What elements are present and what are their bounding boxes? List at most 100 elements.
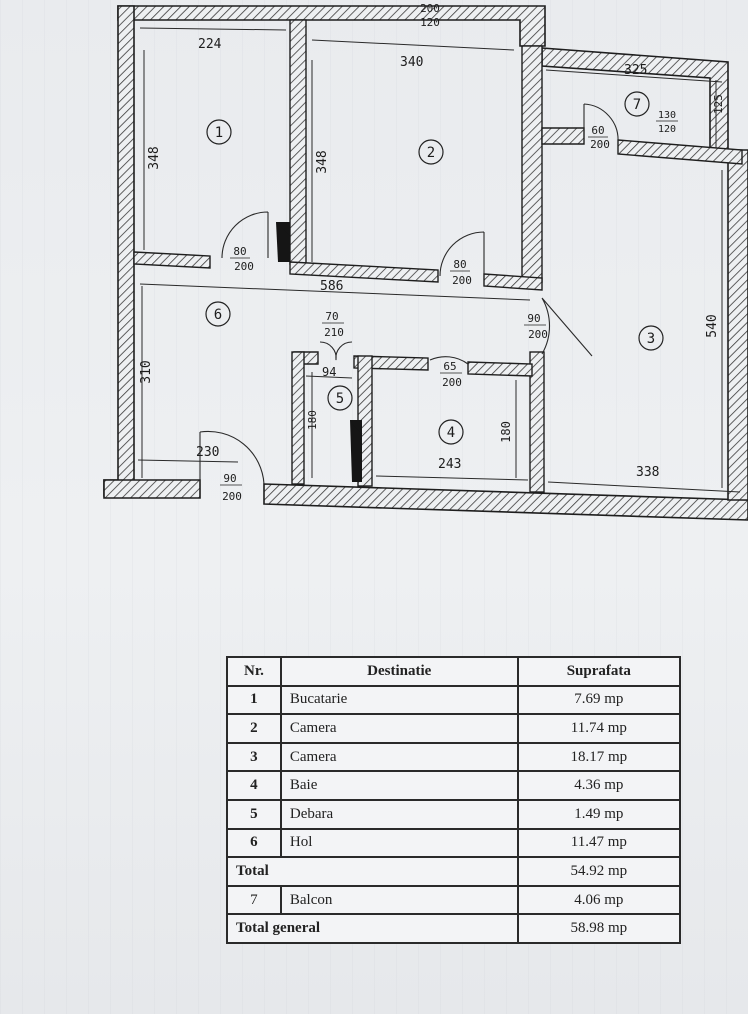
dimension-lines — [137, 27, 741, 493]
wall-room2-bottom — [289, 261, 439, 283]
wall-right — [727, 149, 748, 501]
wall-balcony-right — [617, 139, 743, 165]
dim-hall-width: 586 — [320, 279, 343, 294]
door-room2-h: 200 — [452, 274, 472, 287]
shaft-hatching — [279, 225, 363, 435]
door-swing-balcony — [583, 103, 619, 143]
wall-balcony-bottom — [541, 127, 585, 145]
dim-bath-height: 180 — [499, 421, 513, 443]
dimension-labels: 224 348 340 348 325 125 586 310 540 230 … — [139, 37, 725, 480]
door-balcony-w: 60 — [591, 124, 604, 137]
dim-room2-height: 348 — [315, 150, 330, 173]
row-suprafata: 4.36 mp — [516, 770, 682, 801]
door-room3-w: 90 — [527, 312, 540, 325]
dim-balcony-height: 125 — [712, 94, 725, 114]
door-top-window-w: 200 — [420, 2, 440, 15]
wall-bottom — [263, 483, 748, 521]
shaft-room1 — [276, 222, 290, 262]
table-row: 1 Bucatarie 7.69 mp — [226, 684, 682, 716]
door-balcony-h: 200 — [590, 138, 610, 151]
row-destinatie: Camera — [279, 741, 519, 773]
table-row: 5 Debara 1.49 mp — [226, 798, 682, 830]
room-label-6: 6 — [214, 307, 222, 323]
door-storage-w: 70 — [325, 310, 338, 323]
row-nr: 5 — [226, 798, 282, 830]
door-room1-h: 200 — [234, 260, 254, 273]
dim-hall-height: 310 — [139, 360, 154, 383]
shafts — [276, 222, 362, 482]
room-labels: 1 2 3 4 5 6 7 — [214, 97, 655, 441]
door-entrance-h: 200 — [222, 490, 242, 503]
balcon-suprafata: 4.06 mp — [516, 884, 682, 916]
dim-room3-height: 540 — [705, 314, 720, 337]
header-nr: Nr. — [226, 656, 282, 687]
balcon-destinatie: Balcon — [279, 884, 519, 916]
room-circle-5 — [327, 385, 353, 411]
table-row: 4 Baie 4.36 mp — [226, 770, 682, 801]
table-row: 2 Camera 11.74 mp — [226, 713, 682, 744]
wall-room1-room2 — [289, 19, 307, 265]
door-top-window-h: 120 — [420, 16, 440, 29]
dim-storage-width: 94 — [322, 365, 336, 379]
table-header-row: Nr. Destinatie Suprafata — [226, 656, 682, 687]
room-label-2: 2 — [427, 145, 435, 161]
area-table: Nr. Destinatie Suprafata 1 Bucatarie 7.6… — [226, 656, 682, 944]
wall-left — [103, 5, 135, 497]
balcon-nr: 7 — [226, 884, 282, 916]
outer-walls — [103, 5, 748, 521]
row-nr: 6 — [226, 827, 282, 859]
row-suprafata: 11.74 mp — [516, 713, 682, 744]
room-circles — [205, 91, 664, 445]
wall-room2-room3 — [521, 45, 543, 283]
dim-balcony-width: 325 — [624, 63, 647, 78]
dim-bath-width: 243 — [438, 457, 461, 472]
dim-room3-width: 338 — [636, 465, 659, 480]
room-label-1: 1 — [215, 125, 223, 141]
total-suprafata: 54.92 mp — [516, 856, 682, 887]
total-label: Total — [226, 856, 519, 887]
room-circle-3 — [638, 325, 664, 351]
window-balcony-w: 130 — [658, 110, 676, 121]
room-circle-1 — [206, 119, 232, 145]
row-nr: 4 — [226, 770, 282, 801]
room-label-4: 4 — [447, 425, 455, 441]
floor-plan: 1 2 3 4 5 6 7 224 348 340 348 325 125 58… — [103, 2, 748, 521]
wall-room2-bottom-right — [483, 273, 543, 291]
row-nr: 2 — [226, 713, 282, 744]
total-general-label: Total general — [226, 913, 519, 944]
room-label-3: 3 — [647, 331, 655, 347]
wall-bath-top-right — [467, 361, 533, 377]
dim-storage-height: 180 — [306, 410, 319, 430]
room-circle-2 — [418, 139, 444, 165]
row-nr: 3 — [226, 741, 282, 773]
interior-walls — [133, 19, 743, 493]
row-suprafata: 18.17 mp — [516, 741, 682, 773]
room-circle-6 — [205, 301, 231, 327]
table-row: 3 Camera 18.17 mp — [226, 741, 682, 773]
door-room1-w: 80 — [233, 245, 246, 258]
row-suprafata: 11.47 mp — [516, 827, 682, 859]
table-row: 6 Hol 11.47 mp — [226, 827, 682, 859]
row-nr: 1 — [226, 684, 282, 716]
window-balcony-h: 120 — [658, 124, 676, 135]
row-destinatie: Camera — [279, 713, 519, 744]
wall-room3-left — [529, 351, 545, 493]
door-swing-room3 — [541, 297, 593, 357]
door-room3-h: 200 — [528, 328, 548, 341]
row-destinatie: Bucatarie — [279, 684, 519, 716]
dim-room1-width: 224 — [198, 37, 222, 52]
row-destinatie: Hol — [279, 827, 519, 859]
door-swing-room2 — [439, 231, 485, 277]
door-entrance-w: 90 — [223, 472, 236, 485]
header-suprafata: Suprafata — [516, 656, 682, 687]
row-destinatie: Debara — [279, 798, 519, 830]
table-total-general-row: Total general 58.98 mp — [226, 913, 682, 944]
row-destinatie: Baie — [279, 770, 519, 801]
door-bath-w: 65 — [443, 360, 456, 373]
dim-entrance-width: 230 — [196, 445, 219, 460]
wall-bottom-left — [103, 479, 201, 499]
wall-top — [117, 5, 546, 47]
door-bath-h: 200 — [442, 376, 462, 389]
room-label-5: 5 — [336, 391, 344, 407]
door-room2-w: 80 — [453, 258, 466, 271]
